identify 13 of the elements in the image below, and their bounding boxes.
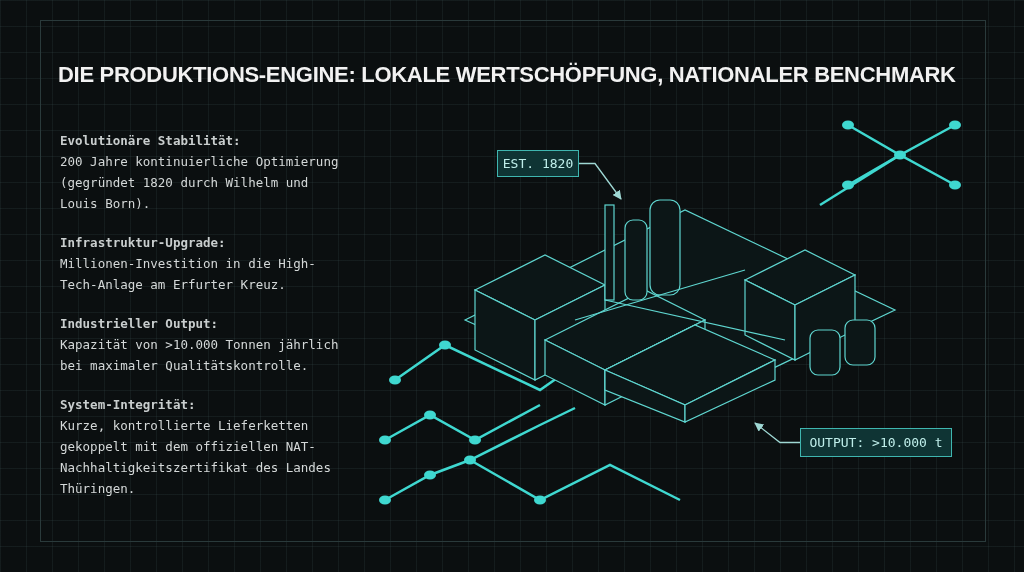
callout-box: EST. 1820 bbox=[497, 150, 579, 177]
section-heading: Industrieller Output: bbox=[60, 315, 220, 333]
leader-line bbox=[754, 422, 801, 444]
section-heading: System-Integrität: bbox=[60, 396, 197, 414]
section-heading: Evolutionäre Stabilität: bbox=[60, 132, 242, 150]
leader-line bbox=[578, 162, 622, 200]
body-text: Kapazität von >10.000 Tonnen jährlich bei maximaler Qualitätskontrolle. bbox=[60, 336, 340, 375]
body-text: 200 Jahre kontinuierliche Optimierung (gegründet 1820 durch Wilhelm und Louis Born). bbox=[60, 153, 340, 213]
body-text: Millionen-Investition in die High-Tech-Anlage am Erfurter Kreuz. bbox=[60, 255, 317, 294]
callout-box: OUTPUT: >10.000 t bbox=[800, 428, 952, 457]
section-heading: Infrastruktur-Upgrade: bbox=[60, 234, 227, 252]
body-text: Kurze, kontrollierte Lieferketten gekoppelt mit dem offiziellen NAT-Nachhaltigkeitszertifikat des Landes Thüringen. bbox=[60, 417, 332, 498]
title: DIE PRODUKTIONS-ENGINE: LOKALE WERTSCHÖPFUNG, NATIONALER BENCHMARK bbox=[58, 62, 956, 88]
